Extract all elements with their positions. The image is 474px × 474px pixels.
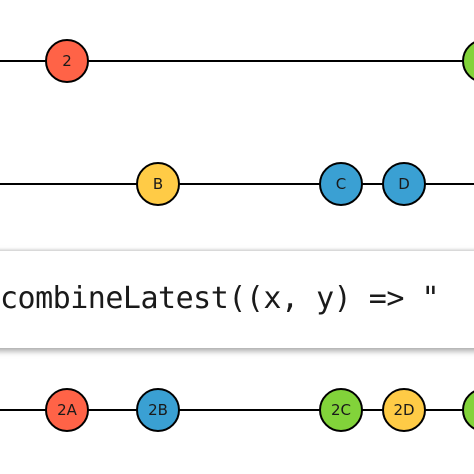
marble-circle <box>45 388 89 432</box>
marble-label: 2A <box>57 401 78 419</box>
marble-label: C <box>336 175 346 193</box>
marble-label: 2C <box>331 401 351 419</box>
marble-label: D <box>398 175 410 193</box>
marble-label: B <box>153 175 163 193</box>
marble-circle <box>45 39 89 83</box>
marble-output-5: 3 <box>462 390 474 430</box>
operator-box: combineLatest((x, y) => " <box>0 250 474 348</box>
marble-input-b-3: D <box>382 162 426 206</box>
operator-expression: combineLatest((x, y) => " <box>0 281 440 316</box>
marble-label: 2 <box>62 52 72 70</box>
marble-input-a-1: 2 <box>45 39 89 83</box>
marble-label: 2B <box>148 401 168 419</box>
marble-output-1: 2A <box>45 388 89 432</box>
marble-input-b-2: C <box>319 162 363 206</box>
marble-circle <box>462 390 474 430</box>
marble-output-3: 2C <box>319 388 363 432</box>
marble-output-4: 2D <box>382 388 426 432</box>
marble-output-2: 2B <box>136 388 180 432</box>
marble-circle <box>136 388 180 432</box>
marble-circle <box>319 162 363 206</box>
marble-label: 2D <box>393 401 414 419</box>
marble-input-b-1: B <box>136 162 180 206</box>
marble-circle <box>136 162 180 206</box>
marble-circle <box>462 41 474 81</box>
marble-circle <box>382 388 426 432</box>
marble-circle <box>319 388 363 432</box>
marble-circle <box>382 162 426 206</box>
marble-input-a-2 <box>462 41 474 81</box>
